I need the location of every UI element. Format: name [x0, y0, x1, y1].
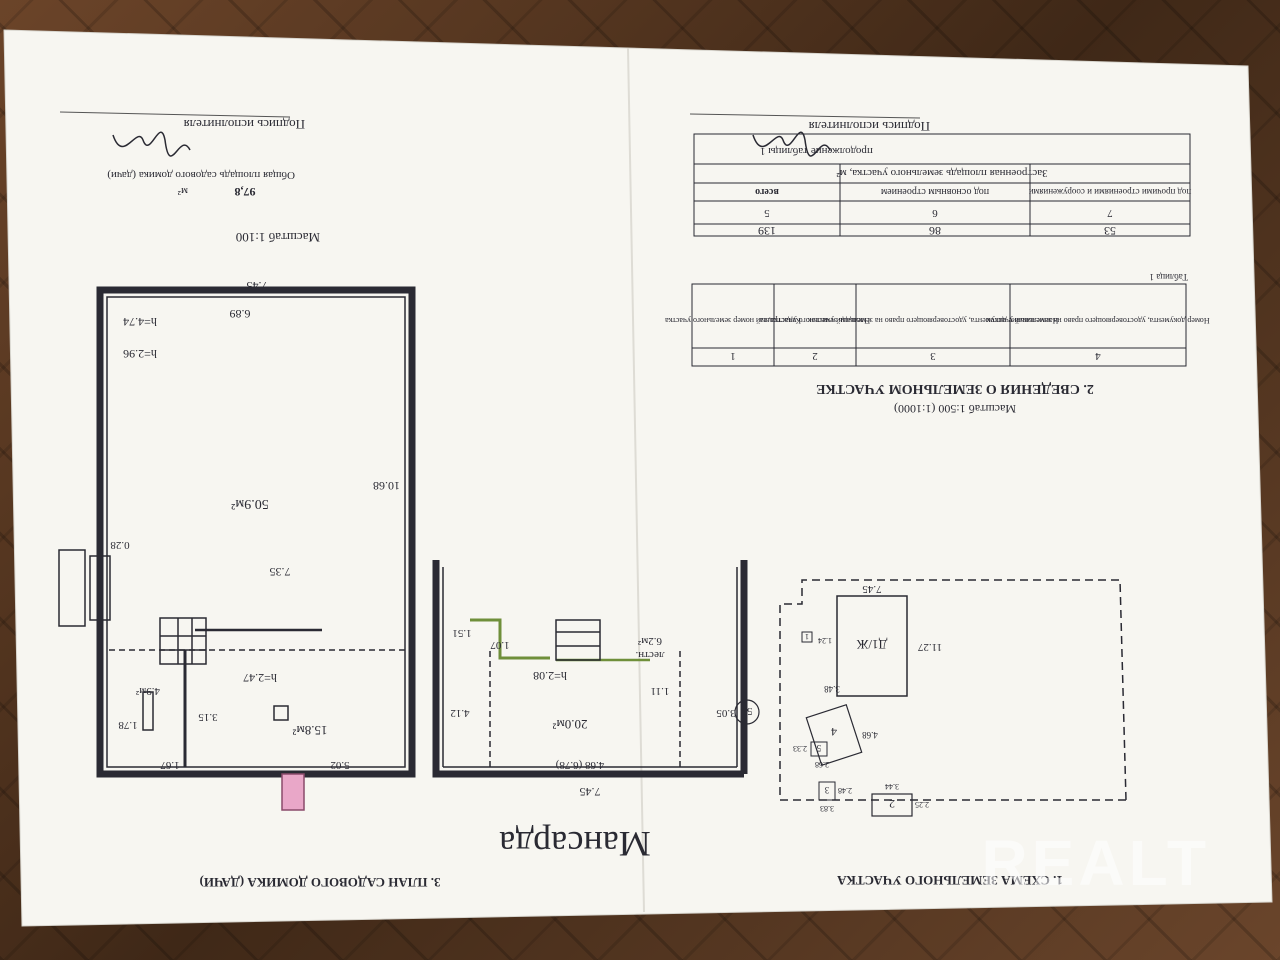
right-scale: Масштаб 1:500 (1:1000) [894, 402, 1016, 416]
building-3-dim-1: 2.48 [838, 786, 852, 795]
info-num-1: 1 [730, 350, 736, 362]
plot-number-circle [734, 699, 760, 725]
left-signature-label: Подпись исполнителя [184, 117, 305, 132]
gf-small-room-area: 15.8м² [292, 723, 327, 738]
building-4-label: 4 [831, 725, 837, 739]
built-area-header: Застроенная площадь земельного участка, … [836, 167, 1048, 179]
m-dim-4: 1.11 [651, 685, 670, 697]
building-2 [871, 793, 913, 817]
built-area-num-1: 5 [764, 207, 770, 219]
m-inner-width: 4.68 (6.78) [555, 759, 604, 771]
building-5-dim-2: 2.33 [793, 744, 807, 753]
m-dim-2: 1.07 [490, 639, 510, 651]
gf-room-width-top: 6.89 [230, 307, 251, 321]
building-2-label: 2 [889, 797, 895, 811]
m-stair-label: лестн. [635, 649, 664, 661]
gf-height-1: h=2.96 [123, 347, 157, 361]
house-width: 7.45 [862, 583, 882, 595]
gf-wc-dim-1: 1.78 [118, 719, 138, 731]
realt-watermark: REALT [981, 827, 1210, 899]
built-area-col-1: всего [755, 186, 779, 197]
m-dim-5: 3.05 [716, 707, 736, 719]
right-signature-label: Подпись исполнителя [809, 119, 930, 134]
building-1 [801, 631, 813, 643]
built-area-table [693, 133, 1191, 237]
left-signature [112, 131, 191, 157]
main-house [836, 595, 908, 697]
gf-width-top: 7.45 [247, 279, 268, 293]
right-section-title: 2. СВЕДЕНИЯ О ЗЕМЕЛЬНОМ УЧАСТКЕ [816, 381, 1094, 396]
ground-floor-inner [58, 296, 406, 811]
left-signature-line [59, 111, 291, 118]
info-num-3: 3 [930, 350, 936, 362]
m-height: h=2.08 [533, 669, 567, 683]
building-1-dims: 1.24 [818, 636, 832, 645]
built-area-num-2: 6 [932, 207, 938, 219]
gf-porch-dim: 0.28 [110, 539, 130, 551]
right-section-footer: 1. СХЕМА ЗЕМЕЛЬНОГО УЧАСТКА [836, 873, 1062, 888]
gf-height-2: h=4.74 [123, 315, 157, 329]
gf-wc-area: 4.9м² [135, 685, 160, 697]
building-4 [805, 703, 863, 767]
m-width: 7.45 [580, 785, 601, 799]
built-area-col-3: под прочими строениями и сооружениями [1029, 187, 1192, 197]
page-fold [627, 47, 645, 913]
info-col-3: Наименование документа, удостоверяющего … [808, 316, 1059, 325]
building-3 [818, 781, 836, 801]
info-num-4: 4 [1095, 350, 1101, 362]
building-4-dim-2: 4.68 [862, 730, 878, 740]
gf-small-room-dim: 3.15 [198, 711, 218, 723]
table-label: Таблица 1 [1150, 272, 1189, 282]
mansard-plan [432, 560, 748, 778]
left-section-title: 3. ПЛАН САДОВОГО ДОМИКА (ДАЧИ) [200, 875, 441, 890]
paper [3, 29, 1273, 927]
building-2-dim-2: 2.25 [915, 800, 929, 809]
building-3-dim-2: 3.83 [820, 804, 834, 813]
total-area-unit: м² [177, 185, 188, 197]
right-page: Подпись исполнителя 139 86 53 5 6 7 всег… [665, 113, 1210, 888]
building-2-dim-1: 3.44 [885, 782, 899, 791]
table-continuation: продолжение таблицы 1 [760, 145, 873, 157]
info-col-2: Площадь земельного участка, га [759, 316, 870, 325]
building-4-dim-1: 3.48 [824, 684, 840, 694]
m-stair-area: 6.2м² [637, 635, 662, 647]
left-scale: Масштаб 1:100 [236, 230, 320, 245]
info-num-2: 2 [812, 350, 818, 362]
gf-big-room-dim: 7.35 [270, 565, 291, 579]
plot-number: 51 [742, 705, 753, 717]
right-signature [752, 131, 831, 157]
m-dim-1: 1.51 [452, 627, 471, 639]
info-col-1: Кадастровый номер земельного участка [665, 316, 801, 325]
mansard-label: Мансарда [499, 824, 650, 864]
built-area-value-1: 139 [758, 224, 776, 238]
built-area-col-2: под основным строением [880, 186, 989, 197]
land-info-table [691, 283, 1187, 367]
total-area-label: Общая площадь садового домика (дачи) [107, 169, 295, 181]
plot-boundary [779, 579, 1127, 801]
gf-wc-dim-2: 1.67 [160, 759, 180, 771]
left-page: Подпись исполнителя Общая площадь садово… [58, 111, 748, 890]
house-length: 11.27 [917, 641, 942, 653]
gf-bottom-dim: 5.02 [330, 759, 349, 771]
m-area: 20.0м² [552, 717, 587, 732]
m-dim-3: 4.12 [450, 707, 469, 719]
building-5 [810, 741, 828, 757]
building-1-label: 1 [805, 632, 809, 641]
gf-stair-height: h=2.47 [243, 671, 277, 685]
total-area-value: 97,8 [235, 185, 256, 199]
built-area-value-2: 86 [929, 224, 941, 238]
building-3-label: 3 [824, 785, 829, 795]
building-5-dim-1: 2.68 [815, 760, 829, 769]
info-col-4: Номер документа, удостоверяющего право н… [986, 316, 1209, 325]
right-signature-line [689, 113, 921, 119]
building-5-label: 5 [816, 743, 821, 753]
mansard-inner [442, 567, 738, 768]
built-area-num-3: 7 [1107, 207, 1113, 219]
house-label: Д1/Ж [856, 637, 887, 652]
built-area-value-3: 53 [1104, 224, 1116, 238]
gf-right-length: 10.68 [373, 479, 400, 493]
ground-floor-plan [96, 286, 416, 778]
gf-big-room-area: 50.9м² [231, 496, 269, 511]
